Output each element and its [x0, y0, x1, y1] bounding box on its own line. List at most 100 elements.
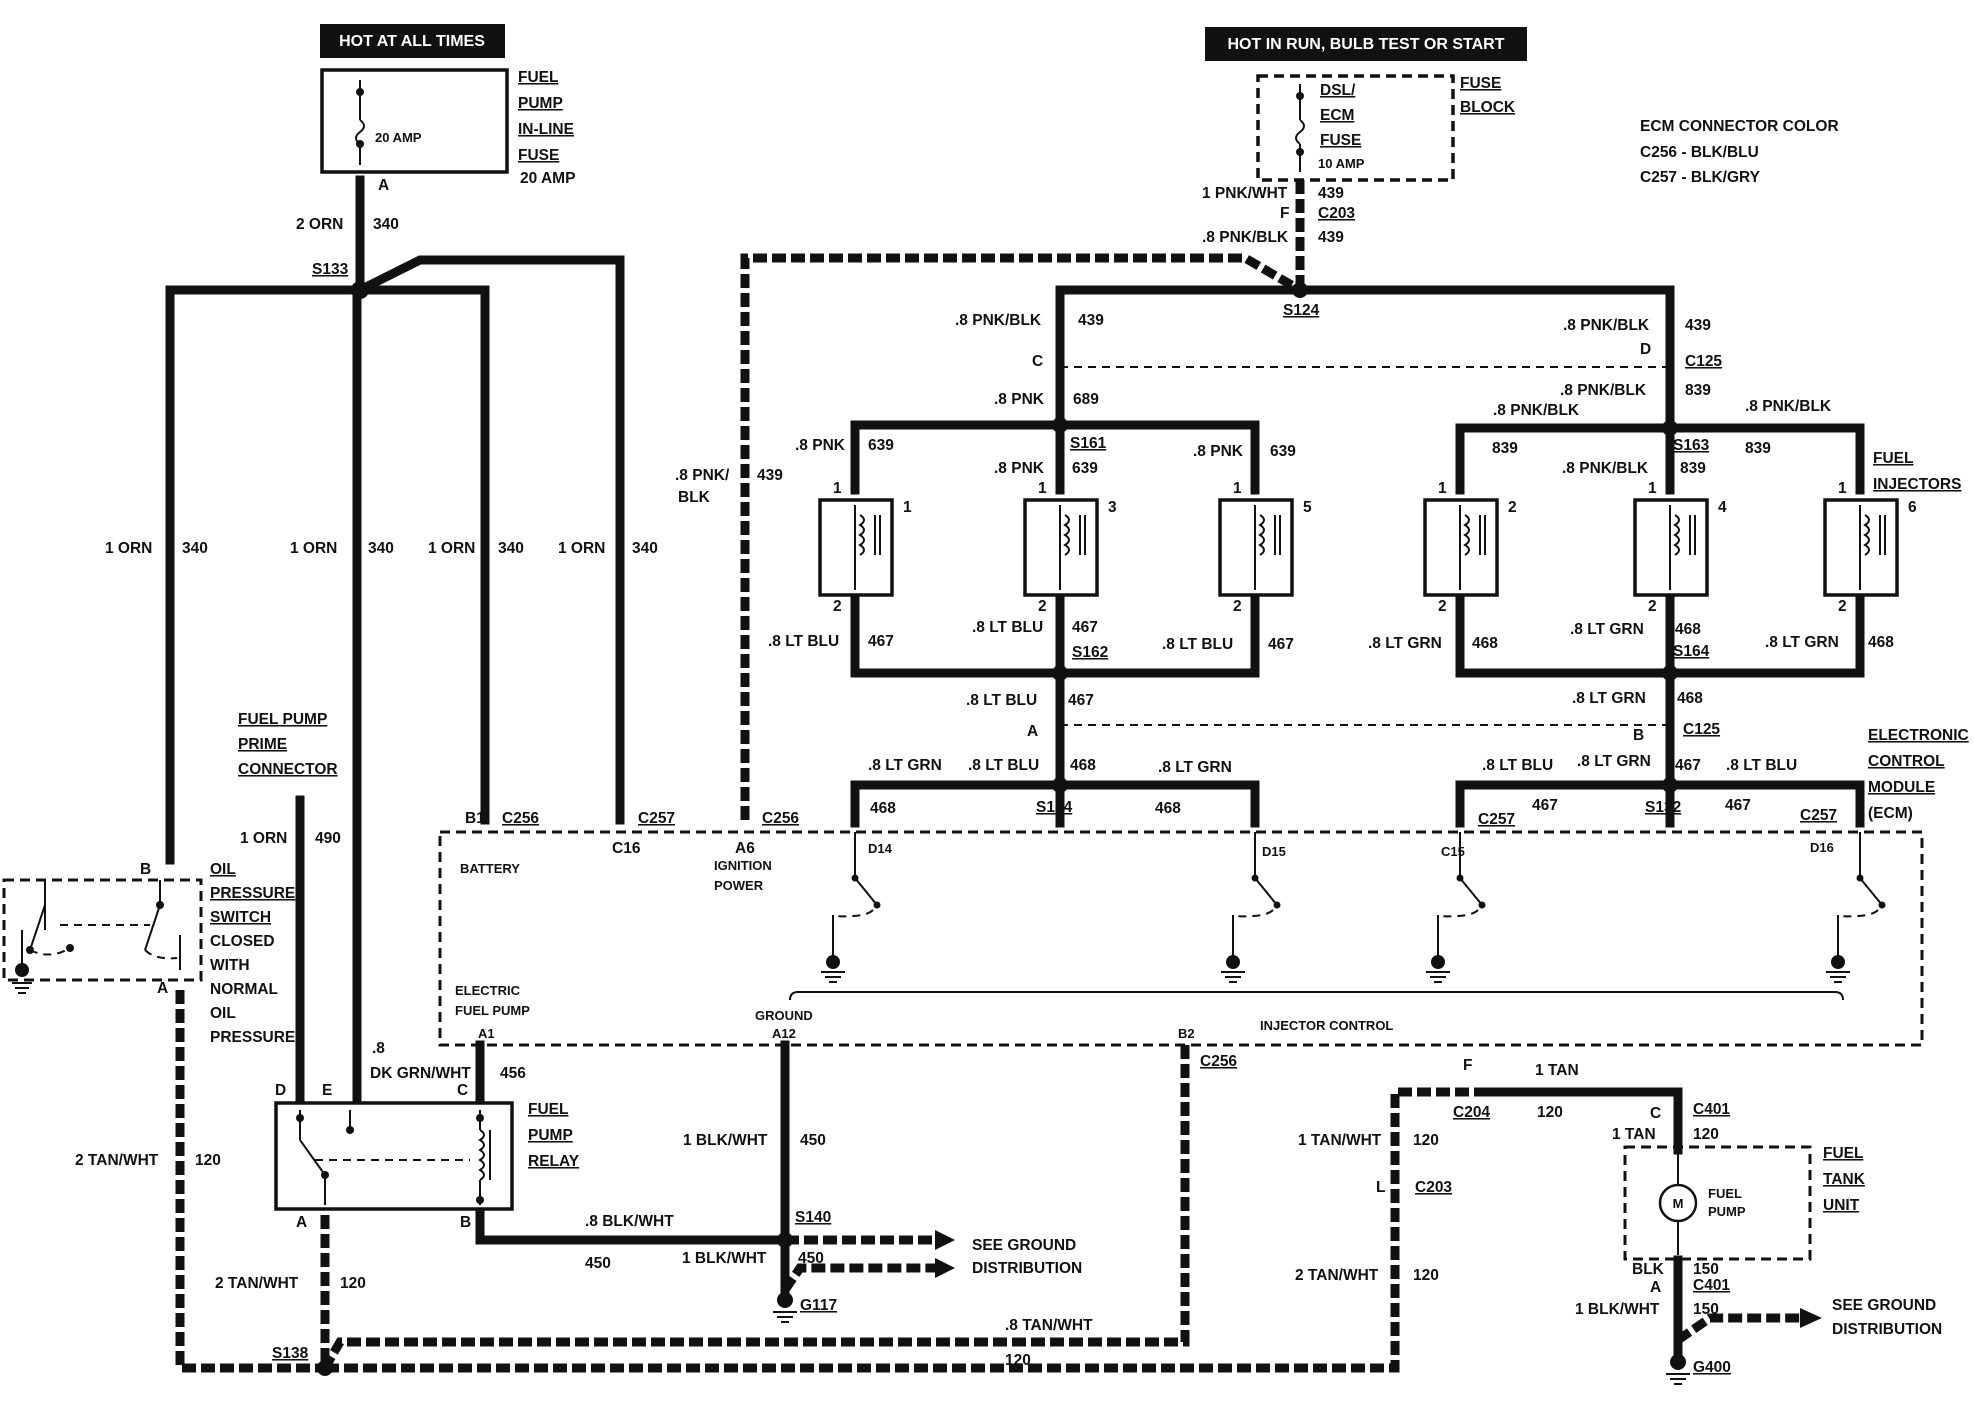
wire-120-relay: 120	[340, 1275, 366, 1292]
wire-450-ecm: 450	[800, 1132, 826, 1149]
wire-ltgrn-d14: .8 LT GRN	[868, 757, 942, 774]
splice-s134: S134	[1036, 799, 1073, 816]
wire-1orn-d: 1 ORN	[558, 540, 605, 557]
wire-467-c125: 467	[1068, 692, 1094, 709]
prime-label-3: CONNECTOR	[238, 761, 338, 778]
tanwht-to-pump-wire	[325, 1087, 1480, 1373]
pin-c16: C16	[612, 840, 641, 857]
pin-d15: D15	[1262, 844, 1286, 859]
ecm-efp-1: ELECTRIC	[455, 983, 521, 998]
pin-c-c125: C	[1032, 353, 1043, 370]
oil-pressure-switch-box	[2, 878, 203, 982]
wire-639-c: 639	[1270, 443, 1296, 460]
wire-468-s134: 468	[1070, 757, 1096, 774]
conn-c401-lower: C401	[1693, 1277, 1730, 1294]
wire-ltblu-3: .8 LT BLU	[972, 619, 1043, 636]
wire-1orn-c: 1 ORN	[428, 540, 475, 557]
injector-pin-2: 2	[1038, 598, 1047, 615]
splice-s124-dot	[1292, 282, 1308, 298]
ground-arrow-3	[1800, 1308, 1822, 1328]
fuse-block-amp: 10 AMP	[1318, 156, 1365, 171]
wire-439-ign: 439	[757, 467, 783, 484]
pin-b1: B1	[465, 810, 485, 827]
wire-639-a: 639	[868, 437, 894, 454]
oil-label-7: OIL	[210, 1005, 236, 1022]
injectors-label-2: INJECTORS	[1873, 476, 1961, 493]
tank-label-3: UNIT	[1823, 1197, 1860, 1214]
orange-340-wires	[165, 175, 625, 1105]
wire-1blkwht-g: 1 BLK/WHT	[682, 1250, 767, 1267]
splice-s163: S163	[1673, 437, 1710, 454]
pin-d16: D16	[1810, 840, 1834, 855]
fuse-block-wire: 1 PNK/WHT	[1202, 185, 1288, 202]
wire-468-d14: 468	[870, 800, 896, 817]
fuel-injector-5: 512	[1218, 480, 1312, 615]
wire-439-r: 439	[1685, 317, 1711, 334]
pin-b-relay: B	[460, 1214, 471, 1231]
fuse-left-label-3: IN-LINE	[518, 121, 574, 138]
fuel-injector-6: 612	[1823, 480, 1917, 615]
oil-label-4: CLOSED	[210, 933, 275, 950]
wire-467-5: 467	[1268, 636, 1294, 653]
wire-ltgrn-d15: .8 LT GRN	[1158, 759, 1232, 776]
wire-pnkblk-l2: .8 PNK/BLK	[1493, 402, 1580, 419]
motor-letter: M	[1673, 1196, 1684, 1211]
wire-150-pump: 150	[1693, 1261, 1719, 1278]
wire-ltblu-d16: .8 LT BLU	[1726, 757, 1797, 774]
injector-number: 5	[1303, 499, 1312, 516]
ecm-battery: BATTERY	[460, 861, 520, 876]
pin-a-oil: A	[157, 980, 168, 997]
wire-120-tan: 120	[1537, 1104, 1563, 1121]
wire-340-d: 340	[632, 540, 658, 557]
wire-ltblu-c15: .8 LT BLU	[1482, 757, 1553, 774]
wire-2tanwht-oil: 2 TAN/WHT	[75, 1152, 159, 1169]
splice-s124: S124	[1283, 302, 1320, 319]
injector-number: 6	[1908, 499, 1917, 516]
wire-468-6: 468	[1868, 634, 1894, 651]
fuel-tank-unit-box	[1623, 1145, 1812, 1261]
splice-s161-dot	[1052, 417, 1068, 433]
splice-s138: S138	[272, 1345, 309, 1362]
injector-driver-switch	[821, 832, 881, 983]
conn-c256-a6: C256	[762, 810, 799, 827]
fuse-block-label-2: BLOCK	[1460, 99, 1516, 116]
oil-label-6: NORMAL	[210, 981, 278, 998]
wire-639-b: 639	[1072, 460, 1098, 477]
pin-c-c401: C	[1650, 1105, 1661, 1122]
tanwht-120-oil-wire	[175, 990, 325, 1373]
wire-tanwht8: .8 TAN/WHT	[1005, 1317, 1093, 1334]
wire-1blkwht-pump: 1 BLK/WHT	[1575, 1301, 1660, 1318]
ecm-injector-control: INJECTOR CONTROL	[1260, 1018, 1393, 1033]
wire-456: 456	[500, 1065, 526, 1082]
ground-dist-3	[1675, 1313, 1805, 1344]
pin-b-c125: B	[1633, 727, 1644, 744]
pin-a6: A6	[735, 840, 755, 857]
relay-internals	[296, 1110, 491, 1205]
pump-label-1: FUEL	[1708, 1186, 1742, 1201]
injector-pin-2: 2	[1838, 598, 1847, 615]
conn-c203-lower: C203	[1415, 1179, 1452, 1196]
oil-label-1: OIL	[210, 861, 236, 878]
injector-number: 4	[1718, 499, 1727, 516]
conn-c204: C204	[1453, 1104, 1490, 1121]
hot-at-all-times-header	[320, 24, 505, 58]
injector-driver-switch	[1426, 832, 1486, 983]
wire-pnkblk-r2: .8 PNK/BLK	[1745, 398, 1832, 415]
wire-ltgrn-4: .8 LT GRN	[1570, 621, 1644, 638]
fuse-block-pin: F	[1280, 205, 1289, 222]
fuse-block-inner-2: ECM	[1320, 107, 1354, 124]
injectors-label-1: FUEL	[1873, 450, 1913, 467]
wire-1tanwht: 1 TAN/WHT	[1298, 1132, 1382, 1149]
pin-a1: A1	[478, 1026, 495, 1041]
ecm-color-line1: C256 - BLK/BLU	[1640, 144, 1759, 161]
wire-340-a: 340	[182, 540, 208, 557]
injector-pin-1: 1	[1038, 480, 1047, 497]
ecm-label-2: CONTROL	[1868, 753, 1945, 770]
tank-label-1: FUEL	[1823, 1145, 1863, 1162]
relay-label-2: PUMP	[528, 1127, 573, 1144]
wire-2tanwht-relay: 2 TAN/WHT	[215, 1275, 299, 1292]
wire-839-b: 839	[1680, 460, 1706, 477]
ecm-box	[438, 830, 1924, 1047]
splice-s164-dot	[1662, 665, 1678, 681]
